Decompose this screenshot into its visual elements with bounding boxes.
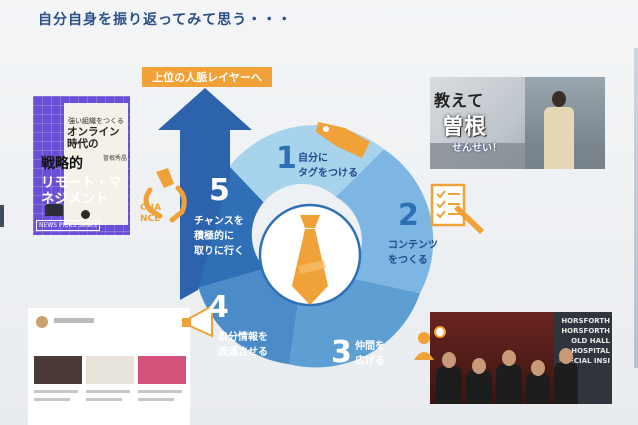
step-3-label: 仲間を 広げる [355,339,385,369]
photo-caption-line2: 曽根 [442,115,487,140]
step-2-number: 2 [398,198,419,233]
text-placeholder [86,390,130,393]
tie-icon [292,215,328,305]
step-4-label-line2: 流通させる [218,347,268,358]
step-3-label-line1: 仲間を [355,341,385,352]
face [442,352,456,368]
banner-background [142,67,272,87]
step-5-label-line3: 取りに行く [194,246,244,257]
photo-bottom-right: HORSFORTH HORSFORTH OLD HALL HOSPITAL SP… [430,312,612,404]
book-panel [64,103,128,225]
step-5-label-line1: チャンスを [194,216,244,227]
chance-text: CHA NCE [140,203,162,224]
step-5-label-line2: 積極的に [194,231,234,242]
hand-grab-icon [143,168,187,223]
face [531,360,545,376]
step-4-label-line1: 自分情報を [218,332,268,343]
pub-sign-text: HORSFORTH HORSFORTH OLD HALL HOSPITAL SP… [558,317,610,365]
tag-icon [316,122,370,158]
text-placeholder [34,398,70,401]
profile-name-placeholder [54,318,94,323]
person [554,362,578,404]
text-placeholder [34,390,78,393]
photo-top-right: 教えて 曽根 せんせい！ [430,77,605,169]
people-group [430,344,612,404]
step-2-label-line1: コンテンツ [388,240,438,251]
step-5-label: チャンスを 積極的に 取りに行く [194,214,244,259]
photo-caption-line3: せんせい！ [452,143,502,154]
step-5-number: 5 [209,173,230,208]
photo-caption-line1: 教えて [434,91,485,110]
person [466,370,492,404]
step-2-label-line2: をつくる [388,255,428,266]
page-title: 自分自身を振り返ってみて思う・・・ [38,12,293,28]
face [559,348,573,364]
person [496,364,522,404]
book-subtitle: オンライン時代の [67,126,120,150]
step-1-label-line1: 自分に [298,153,328,164]
step-4-label: 自分情報を 流通させる [218,330,268,360]
face [472,358,486,374]
upward-arrow [158,88,252,300]
book-title-main1: 戦略的 [41,156,83,172]
photo-desk [430,143,605,169]
book-illustration-laptop [45,204,63,216]
book-title-main2: リモート・マネジメント [41,175,122,207]
thumbnail-card [86,356,134,384]
step-3-number: 3 [331,335,352,370]
people-icon [414,326,446,360]
text-placeholder [138,390,182,393]
step-4-number: 4 [208,290,229,325]
thumbnail-card [138,356,186,384]
book-label: NEWS PICKS Select [36,220,100,231]
face [502,350,516,366]
left-edge-decor [0,205,4,227]
avatar [36,316,48,328]
person-body [544,107,574,169]
step-2-label: コンテンツ をつくる [388,238,438,268]
text-placeholder [86,398,122,401]
step-1-label: 自分に タグをつける [298,151,358,181]
book-author: 曽根秀晶 [103,155,128,162]
banner-text: 上位の人脈レイヤーへ [152,71,262,84]
step-3-label-line2: 広げる [355,356,385,367]
ring-segment-4 [198,268,299,365]
person [526,372,550,404]
text-placeholder [138,398,174,401]
book-tagline: 強い組織をつくる [68,117,124,125]
person-head [552,91,566,107]
right-edge-decor [634,48,638,368]
book-illustration-person [81,210,90,219]
thumbnail-card [34,356,82,384]
step-1-label-line2: タグをつける [298,168,358,179]
megaphone-icon [182,304,213,338]
step-1-number: 1 [276,141,297,176]
book-cover: 強い組織をつくる オンライン時代の 曽根秀晶 戦略的 リモート・マネジメント N… [33,96,130,235]
checklist-icon [430,183,484,234]
person [436,366,462,404]
screenshot-bottom-left [28,308,190,425]
photo-person [544,91,574,169]
